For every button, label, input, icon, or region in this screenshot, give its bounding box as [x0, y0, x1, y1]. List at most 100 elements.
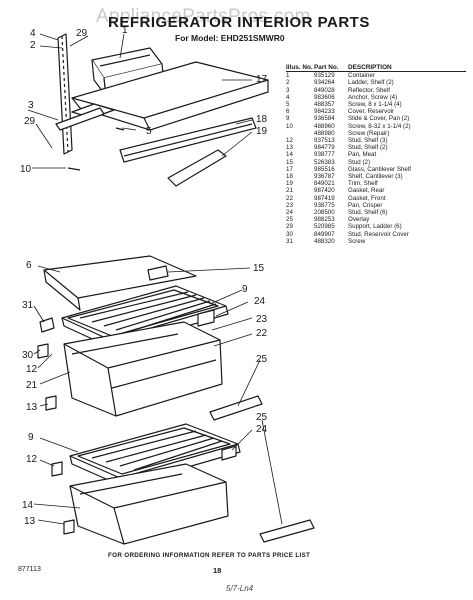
callout-18: 18 — [256, 114, 268, 125]
table-cell: Ladder, Shelf (2) — [348, 79, 394, 87]
callout-9: 9 — [242, 284, 248, 295]
table-cell: 935129 — [314, 72, 335, 80]
overlay-strip — [209, 395, 263, 421]
overlay-strip — [259, 519, 315, 543]
table-cell: Screw (Repair) — [348, 129, 390, 137]
table-cell: 2 — [286, 79, 290, 87]
reservoir-cover — [43, 255, 197, 311]
table-cell: 208500 — [314, 209, 335, 217]
callout-24b: 24 — [256, 424, 268, 435]
callout-21: 21 — [26, 380, 38, 391]
table-cell: 24 — [286, 209, 293, 217]
table-cell: 849907 — [314, 230, 335, 238]
table-cell: Overlay — [348, 216, 370, 224]
table-cell: 526383 — [314, 158, 335, 166]
ordering-info: FOR ORDERING INFORMATION REFER TO PARTS … — [108, 552, 311, 559]
callout-25b: 25 — [256, 412, 268, 423]
callout-17: 17 — [256, 74, 268, 85]
table-cell: 14 — [286, 151, 293, 159]
callout-13b: 13 — [24, 516, 36, 527]
document-code: 877113 — [18, 566, 41, 573]
table-cell: Stud, Shelf (6) — [348, 209, 388, 217]
table-cell: 984233 — [314, 108, 335, 116]
table-cell: 23 — [286, 201, 293, 209]
table-cell: 937513 — [314, 137, 335, 145]
table-cell: Pan, Crisper — [348, 201, 383, 209]
shelf-trim — [167, 149, 227, 187]
callout-23: 23 — [256, 314, 268, 325]
table-cell: Screw, 8 x 1-1/4 (4) — [348, 101, 402, 109]
table-cell: 849021 — [314, 180, 335, 188]
table-row: 5 488357 Screw, 8 x 1-1/4 (4) — [286, 101, 466, 108]
meat-pan — [69, 463, 229, 545]
handwritten-note: 5/7-Ln4 — [226, 584, 254, 593]
table-cell: 22 — [286, 194, 293, 202]
table-cell: 6 — [286, 108, 290, 116]
table-cell: 5 — [286, 101, 290, 109]
table-cell: Trim, Shelf — [348, 180, 378, 188]
table-cell: 488357 — [314, 101, 335, 109]
table-cell: Stud (2) — [348, 158, 371, 166]
callout-29b: 29 — [24, 116, 36, 127]
shelf-ladder — [57, 33, 73, 155]
table-cell: 21 — [286, 187, 293, 195]
table-row: 4 983606 Anchor, Screw (4) — [286, 94, 466, 101]
callout-10: 10 — [20, 164, 32, 175]
callout-13: 13 — [26, 402, 38, 413]
table-cell: Container — [348, 72, 375, 80]
table-cell: 13 — [286, 144, 293, 152]
table-cell: 4 — [286, 93, 290, 101]
table-cell: Stud, Shelf (3) — [348, 137, 388, 145]
table-cell: 15 — [286, 158, 293, 166]
table-cell: 988253 — [314, 216, 335, 224]
table-cell: Slide & Cover, Pan (2) — [348, 115, 410, 123]
table-cell: 488980 — [314, 129, 335, 137]
table-cell: Support, Ladder (6) — [348, 223, 402, 231]
column-header-description: DESCRIPTION — [348, 64, 392, 71]
table-cell: 987419 — [314, 194, 335, 202]
callout-30: 30 — [22, 350, 34, 361]
table-cell: 12 — [286, 137, 293, 145]
table-row: 2 934264 Ladder, Shelf (2) — [286, 79, 466, 86]
callout-5: 5 — [146, 126, 152, 137]
table-cell: 985516 — [314, 165, 335, 173]
table-cell: 520985 — [314, 223, 335, 231]
callout-29: 29 — [76, 28, 88, 39]
callout-25: 25 — [256, 354, 268, 365]
model-number: For Model: EHD251SMWR0 — [175, 33, 285, 43]
table-cell: 934264 — [314, 79, 335, 87]
table-cell: 983606 — [314, 93, 335, 101]
table-row: 12 937513 Stud, Shelf (3) — [286, 137, 466, 144]
callout-9b: 9 — [28, 432, 34, 443]
callout-3: 3 — [28, 100, 34, 111]
callout-24: 24 — [254, 296, 266, 307]
table-cell: 31 — [286, 237, 293, 245]
table-cell: 19 — [286, 180, 293, 188]
callout-22: 22 — [256, 328, 268, 339]
column-header-illus: Illus. No. — [286, 64, 313, 71]
table-cell: Anchor, Screw (4) — [348, 93, 398, 101]
table-cell: 488960 — [314, 122, 335, 130]
table-row: 15 526383 Stud (2) — [286, 159, 466, 166]
callout-12b: 12 — [26, 454, 38, 465]
table-cell: Screw, 8-32 x 1-1/4 (2) — [348, 122, 411, 130]
callout-19: 19 — [256, 126, 268, 137]
table-cell: Gasket, Rear — [348, 187, 385, 195]
table-row: 488980 Screw (Repair) — [286, 130, 466, 137]
table-cell: Gasket, Front — [348, 194, 386, 202]
table-row: 23 938775 Pan, Crisper — [286, 202, 466, 209]
table-cell: Stud, Shelf (2) — [348, 144, 388, 152]
table-cell: 849028 — [314, 86, 335, 94]
table-cell: 938775 — [314, 201, 335, 209]
